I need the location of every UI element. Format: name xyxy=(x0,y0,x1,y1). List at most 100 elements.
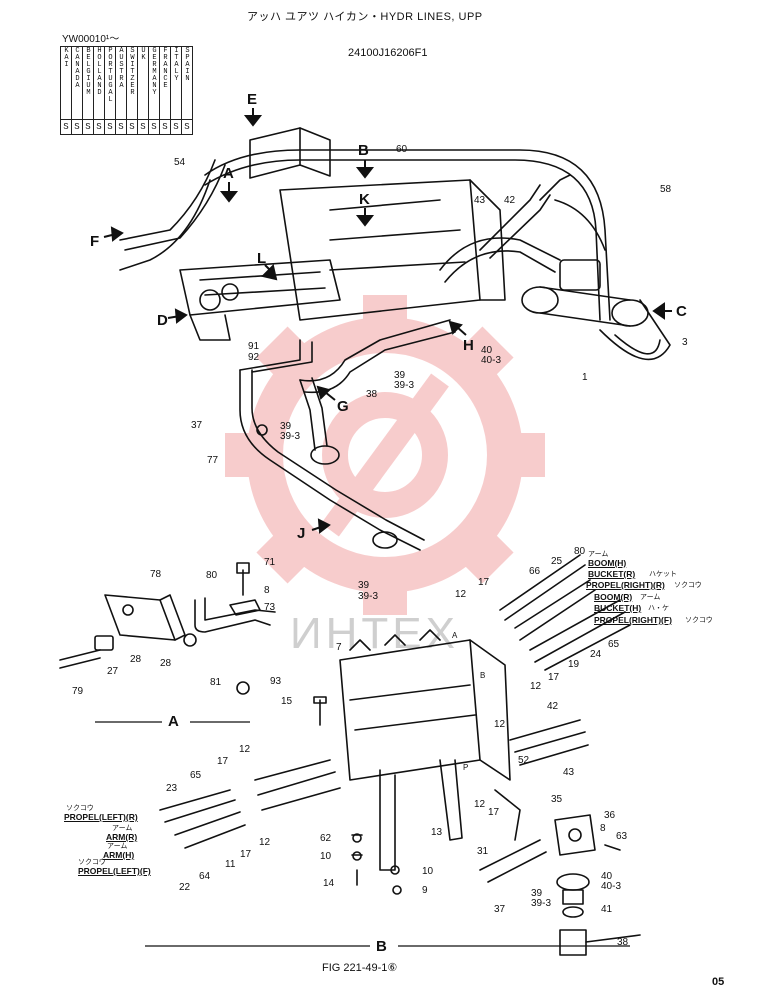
view-label-l: L xyxy=(257,250,267,267)
part-number: 38 xyxy=(366,389,378,400)
applicability-value: S xyxy=(181,119,193,135)
hose-tag-boom-r: BOOM(R) xyxy=(594,592,633,602)
country-col: GERMANY xyxy=(148,46,160,120)
serial-range: YW00010¹～ xyxy=(62,34,120,45)
part-number: 12 xyxy=(474,799,486,810)
part-number: 12 xyxy=(530,681,542,692)
part-number: 11 xyxy=(225,859,236,870)
hose-tag-boom-h: BOOM(H) xyxy=(588,558,627,568)
hose-tag-jp: ソクコウ xyxy=(685,617,713,624)
part-number: 28 xyxy=(160,658,172,669)
part-number: 81 xyxy=(210,677,222,688)
port-label-p: P xyxy=(463,763,469,772)
part-number: 10 xyxy=(320,851,332,862)
country-col: BELGIUM xyxy=(82,46,94,120)
part-number: 22 xyxy=(179,882,191,893)
part-number: 39 xyxy=(394,370,406,381)
part-number: 37 xyxy=(494,904,506,915)
part-number: 77 xyxy=(207,455,219,466)
applicability-table: KAI CANADA BELGIUM HOLLAND PORTUGAL AUST… xyxy=(60,46,193,135)
view-label-f: F xyxy=(90,233,100,250)
part-number: 28 xyxy=(130,654,142,665)
part-number: 40 xyxy=(601,871,613,882)
part-number: 40-3 xyxy=(601,881,622,892)
page-number: 05 xyxy=(712,976,725,988)
part-number: 15 xyxy=(281,696,293,707)
part-number: 63 xyxy=(616,831,628,842)
part-number: 1 xyxy=(582,372,588,383)
section-label-b: B xyxy=(376,938,387,955)
diagram-code: 24100J16206F1 xyxy=(348,47,428,59)
part-number: 65 xyxy=(190,770,202,781)
part-number: 13 xyxy=(431,827,443,838)
part-number: 9 xyxy=(422,885,428,896)
part-number: 24 xyxy=(590,649,602,660)
view-label-d: D xyxy=(157,312,168,329)
part-number: 79 xyxy=(72,686,84,697)
country-col: UK xyxy=(137,46,149,120)
view-label-k: K xyxy=(359,191,370,208)
part-number: 17 xyxy=(240,849,252,860)
view-label-c: C xyxy=(676,303,687,320)
part-number: 39 xyxy=(531,888,543,899)
part-number: 43 xyxy=(563,767,575,778)
part-number: 80 xyxy=(574,546,586,557)
applicability-value: S xyxy=(115,119,127,135)
part-number: 23 xyxy=(166,783,178,794)
part-number: 78 xyxy=(150,569,162,580)
view-label-e: E xyxy=(247,91,258,108)
part-number: 12 xyxy=(239,744,251,755)
hose-tag-jp: ソクコウ xyxy=(66,805,94,812)
part-number: 39 xyxy=(358,580,370,591)
hose-tag-jp: アーム xyxy=(588,551,609,558)
part-number: 36 xyxy=(604,810,616,821)
part-number: 92 xyxy=(248,352,260,363)
part-number: 27 xyxy=(107,666,119,677)
part-number: 91 xyxy=(248,341,260,352)
hose-tag-jp: アーム xyxy=(640,594,661,601)
port-label-b: B xyxy=(480,671,486,680)
applicability-value: S xyxy=(60,119,72,135)
applicability-value: S xyxy=(159,119,171,135)
applicability-value: S xyxy=(148,119,160,135)
part-number: 12 xyxy=(455,589,467,600)
part-number: 40 xyxy=(481,345,493,356)
part-number: 17 xyxy=(548,672,560,683)
hose-tag-propel-left-f: PROPEL(LEFT)(F) xyxy=(78,866,151,876)
part-number: 71 xyxy=(264,557,276,568)
hose-tag-arm-r: ARM(R) xyxy=(106,832,138,842)
applicability-value: S xyxy=(126,119,138,135)
view-label-a: A xyxy=(223,165,234,182)
part-number: 42 xyxy=(547,701,559,712)
hose-tag-jp: ハケット xyxy=(649,571,677,578)
part-number: 35 xyxy=(551,794,563,805)
part-number: 12 xyxy=(259,837,271,848)
part-number: 64 xyxy=(199,871,211,882)
country-col: ITALY xyxy=(170,46,182,120)
part-number: 80 xyxy=(206,570,218,581)
part-number: 37 xyxy=(191,420,203,431)
part-number: 42 xyxy=(504,195,516,206)
part-number: 25 xyxy=(551,556,563,567)
country-col: SPAIN xyxy=(181,46,193,120)
hose-tag-propel-left-r: PROPEL(LEFT)(R) xyxy=(64,812,138,822)
country-col: HOLLAND xyxy=(93,46,105,120)
part-number: 8 xyxy=(600,823,606,834)
part-number: 17 xyxy=(478,577,490,588)
part-number: 38 xyxy=(617,937,629,948)
part-number: 10 xyxy=(422,866,434,877)
hose-tag-jp: アーム xyxy=(107,843,128,850)
part-number: 39-3 xyxy=(394,380,415,391)
applicability-value: S xyxy=(170,119,182,135)
part-number: 54 xyxy=(174,157,186,168)
part-number: 39-3 xyxy=(358,591,379,602)
part-number: 60 xyxy=(396,144,408,155)
part-number: 39-3 xyxy=(531,898,552,909)
hose-tag-jp: ソクコウ xyxy=(674,582,702,589)
figure-reference: FIG 221-49-1⑥ xyxy=(322,962,398,974)
part-number: 52 xyxy=(518,755,530,766)
hose-tag-arm-h: ARM(H) xyxy=(103,850,135,860)
